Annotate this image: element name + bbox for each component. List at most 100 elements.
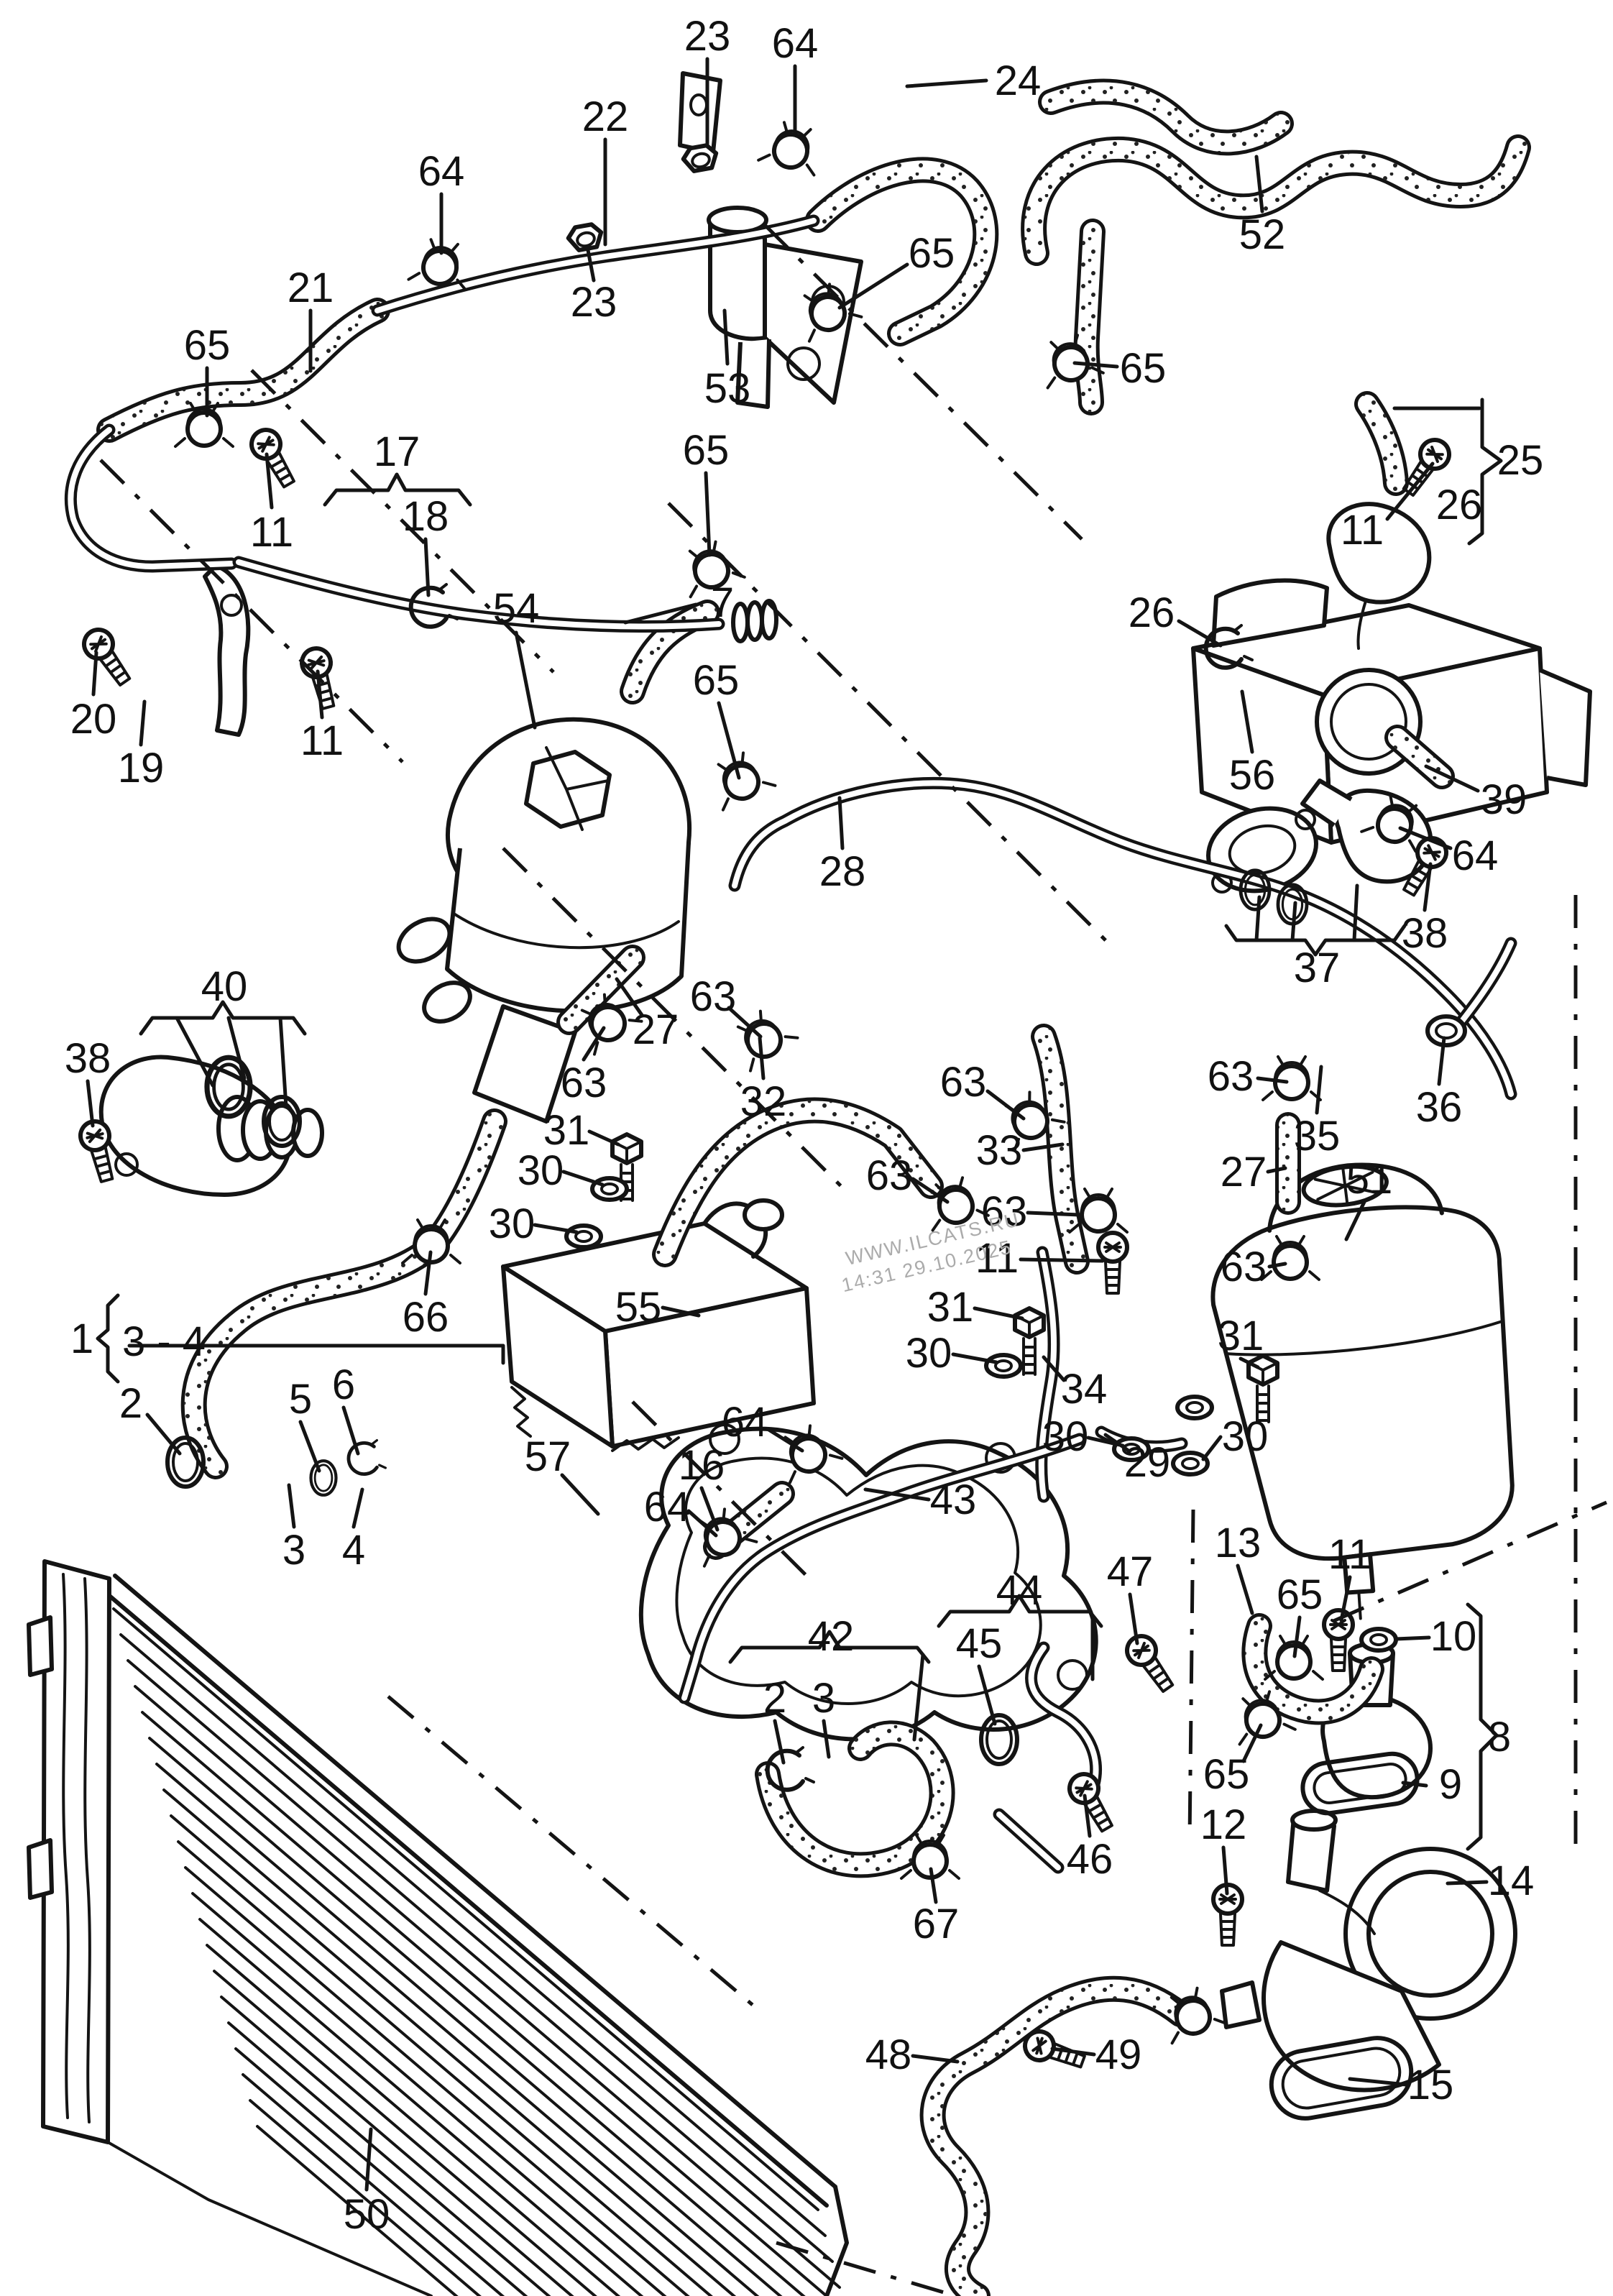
part-number-label: 63 (561, 1060, 607, 1106)
part-number-label: 42 (808, 1613, 855, 1660)
radiator-fin-line (134, 1685, 841, 2289)
grommet-icon (1428, 1016, 1465, 1045)
part-number-label: 52 (1239, 211, 1286, 258)
hose-drawing (656, 1101, 940, 1264)
leader-line (1437, 1036, 1446, 1086)
leader-line (1385, 462, 1435, 521)
bracket-22-drawing (678, 71, 722, 155)
leader-line (316, 669, 324, 720)
leader-line (773, 1719, 786, 1765)
leader-line (298, 1420, 321, 1473)
callout-bracket (226, 1016, 247, 1080)
part-number-label: 11 (975, 1235, 1019, 1282)
part-number-label: 11 (1341, 507, 1384, 554)
pipe-drawing (681, 1436, 1083, 1701)
leader-line (905, 78, 988, 88)
part-number-label: 33 (976, 1127, 1023, 1174)
part-number-label: 35 (1294, 1113, 1341, 1160)
part-number-label: 37 (1294, 945, 1341, 991)
part-number-label: 65 (184, 322, 231, 369)
egr-cooler-drawing (1191, 578, 1592, 894)
leader-line (1221, 1845, 1229, 1896)
leader-line (1254, 155, 1264, 213)
leader-line (623, 602, 698, 625)
part-number-label: 63 (1208, 1053, 1254, 1100)
callout-bracket (912, 1653, 925, 1742)
leader-line (560, 1473, 600, 1516)
leader-line (514, 630, 537, 730)
leader-line (985, 1089, 1026, 1121)
leader-line (91, 651, 98, 697)
part-number-label: 2 (763, 1675, 786, 1722)
construction-line (776, 2241, 957, 2296)
radiator-fin-line (234, 2047, 528, 2296)
leader-line (287, 1483, 296, 1529)
leader-line (533, 1223, 579, 1234)
oil-filter-housing-drawing (396, 717, 692, 1124)
pipe-drawing (68, 427, 234, 569)
leader-line (1177, 619, 1223, 648)
part-number-label: 65 (1277, 1571, 1323, 1618)
pipe-drawing (996, 1811, 1061, 1870)
radiator-drawing (27, 1559, 849, 2296)
construction-line (631, 1400, 814, 1583)
part-number-label: 32 (740, 1078, 787, 1125)
washer-icon (1173, 1453, 1208, 1474)
leader-line (758, 1036, 766, 1080)
part-number-label: 11 (1328, 1531, 1371, 1578)
bracket-19-drawing (203, 564, 251, 737)
egr-pipe-25-drawing (1326, 502, 1432, 650)
pipe-drawing (1038, 1249, 1057, 1500)
radiator-fin-line (198, 1918, 644, 2296)
hose-drawing (1024, 138, 1527, 262)
part-number-label: 21 (288, 265, 334, 311)
part-number-label: 22 (582, 93, 629, 140)
part-number-label: 16 (679, 1442, 725, 1489)
leader-line (586, 248, 596, 283)
part-number-label: 48 (865, 2031, 912, 2078)
radiator-fin-line (191, 1892, 667, 2296)
callout-bracket (937, 1594, 1103, 1628)
construction-line (1333, 1500, 1607, 1623)
radiator-fin-line (141, 1711, 829, 2296)
hose-drawing (623, 603, 717, 701)
callout-bracket (1466, 1602, 1499, 1851)
leader-line (1398, 826, 1453, 850)
hose-drawing (184, 1238, 441, 1476)
clamp-icon (758, 119, 825, 175)
part-number-label: 38 (65, 1035, 111, 1082)
radiator-fin-line (148, 1737, 806, 2296)
part-number-label: 45 (956, 1620, 1003, 1667)
leader-line (615, 977, 644, 1017)
leader-line (265, 452, 274, 510)
leader-line (587, 1129, 620, 1147)
part-number-label: 65 (1120, 345, 1167, 392)
part-number-label: 25 (1497, 437, 1544, 484)
expansion-tank-drawing (1210, 1162, 1515, 1620)
part-number-label: 15 (1407, 2062, 1454, 2108)
part-number-label: 27 (1221, 1149, 1267, 1195)
part-number-label: 56 (1229, 752, 1276, 799)
radiator-fin-line (213, 1970, 597, 2296)
leader-line (686, 1509, 718, 1538)
screw-icon (1121, 1630, 1180, 1696)
leader-line (1292, 1615, 1302, 1658)
part-number-label: 63 (866, 1152, 913, 1199)
callout-bracket (1224, 924, 1407, 957)
leader-line (341, 1405, 360, 1456)
part-number-label: 24 (995, 58, 1042, 104)
leader-line (139, 699, 147, 747)
leader-line (911, 1177, 950, 1204)
part-number-label: 65 (1203, 1751, 1250, 1798)
part-number-label: 12 (1200, 1801, 1247, 1848)
radiator-fin-line (242, 2073, 505, 2296)
leader-line (863, 1487, 931, 1502)
part-number-label: 63 (940, 1059, 987, 1106)
leader-line (722, 308, 730, 366)
part-number-label: 31 (927, 1284, 974, 1331)
part-number-label: 11 (300, 717, 344, 764)
screw-icon (78, 624, 137, 690)
leader-line (582, 1026, 606, 1062)
water-pump-drawing (1220, 1809, 1517, 2093)
part-number-label: 9 (1439, 1761, 1462, 1808)
